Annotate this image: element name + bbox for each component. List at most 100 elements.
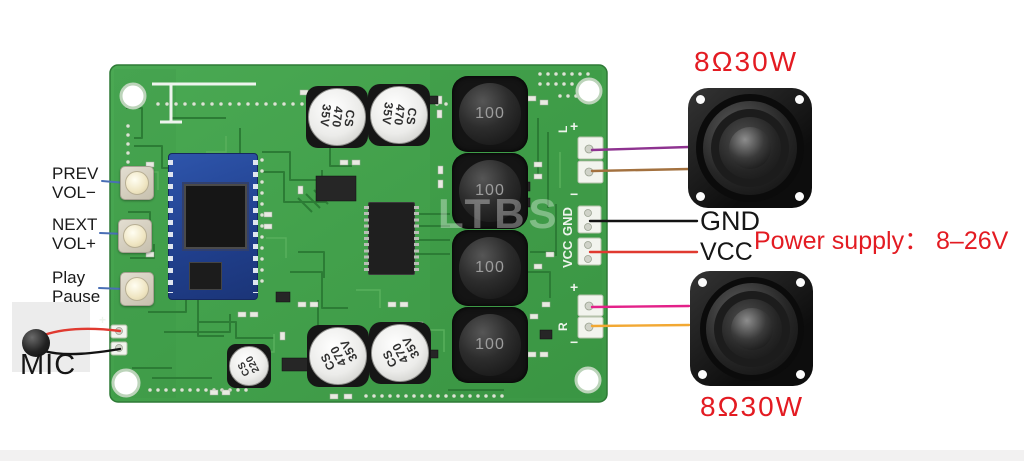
via xyxy=(125,141,131,147)
smd-component xyxy=(237,311,247,318)
via xyxy=(164,101,170,107)
via xyxy=(203,387,209,393)
silkscreen-right-channel: R xyxy=(556,322,570,331)
speaker-screw-hole xyxy=(698,370,707,379)
inductor-label: 100 xyxy=(475,336,505,353)
via xyxy=(179,387,185,393)
top-speaker xyxy=(688,88,812,208)
via xyxy=(187,387,193,393)
via xyxy=(125,159,131,165)
via xyxy=(379,393,385,399)
via xyxy=(545,71,551,77)
via xyxy=(443,101,449,107)
via xyxy=(491,393,497,399)
right-speaker-plus-wire xyxy=(590,304,691,309)
pcb-trace xyxy=(206,136,227,153)
smd-component xyxy=(399,301,409,308)
via xyxy=(243,387,249,393)
via xyxy=(163,387,169,393)
smd-chip xyxy=(275,291,291,303)
via xyxy=(147,387,153,393)
via xyxy=(155,101,161,107)
smd-component xyxy=(263,211,273,218)
via xyxy=(467,393,473,399)
via xyxy=(171,387,177,393)
vcc-label: VCC xyxy=(700,238,753,266)
via xyxy=(577,71,583,77)
via xyxy=(499,393,505,399)
capacitor-470uf: CS 470 35V xyxy=(306,86,368,148)
capacitor-470uf: CS 470 35V xyxy=(307,325,369,387)
via xyxy=(427,393,433,399)
via xyxy=(227,101,233,107)
inductor-2: 100 xyxy=(452,153,528,229)
via xyxy=(419,393,425,399)
speaker-screw-hole xyxy=(795,192,804,201)
via xyxy=(259,245,265,251)
smd-chip xyxy=(539,329,553,340)
via xyxy=(435,393,441,399)
via xyxy=(411,393,417,399)
via xyxy=(259,190,265,196)
via xyxy=(254,101,260,107)
inductor-label: 100 xyxy=(475,259,505,276)
via xyxy=(537,71,543,77)
smd-component xyxy=(209,389,219,396)
smd-component xyxy=(297,185,304,195)
pcb-trace xyxy=(297,197,313,213)
silkscreen-plus: + xyxy=(570,118,578,134)
via xyxy=(236,101,242,107)
silkscreen-gnd: GND xyxy=(560,207,575,236)
capacitor-top: CS 470 35V xyxy=(370,86,428,144)
label-line: Pause xyxy=(52,287,101,306)
silkscreen-plus: + xyxy=(99,313,106,327)
capacitor-470uf: CS 470 35V xyxy=(368,84,430,146)
via xyxy=(259,234,265,240)
gnd-label: GND xyxy=(700,206,760,236)
speaker-screw-hole xyxy=(796,370,805,379)
via xyxy=(245,101,251,107)
speaker-screw-hole xyxy=(696,95,705,104)
left-speaker-minus-wire xyxy=(590,167,691,173)
label-line: NEXT xyxy=(52,215,98,234)
via xyxy=(565,93,571,99)
via xyxy=(259,157,265,163)
power-supply-label: Power supply： 8–26V xyxy=(754,227,1009,255)
via xyxy=(483,393,489,399)
via xyxy=(451,393,457,399)
via xyxy=(200,101,206,107)
pcb-trace xyxy=(130,244,155,259)
pcb-trace xyxy=(266,237,287,258)
speaker-screw-hole xyxy=(795,95,804,104)
via xyxy=(259,168,265,174)
smd-component xyxy=(351,159,361,166)
pcb-trace xyxy=(305,193,321,209)
watermark: LTBS xyxy=(438,190,561,237)
smd-chip xyxy=(315,175,357,202)
pcb-trace xyxy=(298,251,325,278)
via xyxy=(125,132,131,138)
via xyxy=(553,81,559,87)
via xyxy=(272,101,278,107)
speaker-dust-cap xyxy=(730,307,773,350)
silkscreen-left-channel: L xyxy=(556,126,570,133)
smd-component xyxy=(533,161,543,168)
via xyxy=(218,101,224,107)
mounting-hole xyxy=(574,366,602,394)
via xyxy=(371,393,377,399)
via xyxy=(569,71,575,77)
speaker-screw-hole xyxy=(698,278,707,287)
speaker-screw-hole xyxy=(696,192,705,201)
via xyxy=(235,387,241,393)
via xyxy=(125,123,131,129)
via xyxy=(403,393,409,399)
via xyxy=(290,101,296,107)
silkscreen-plus: + xyxy=(570,279,578,295)
play-pause-label: Play Pause xyxy=(52,268,100,306)
pcb-trace xyxy=(197,300,224,337)
smd-component xyxy=(533,173,543,180)
smd-component xyxy=(545,251,555,258)
smd-component xyxy=(387,301,397,308)
smd-component xyxy=(249,311,259,318)
